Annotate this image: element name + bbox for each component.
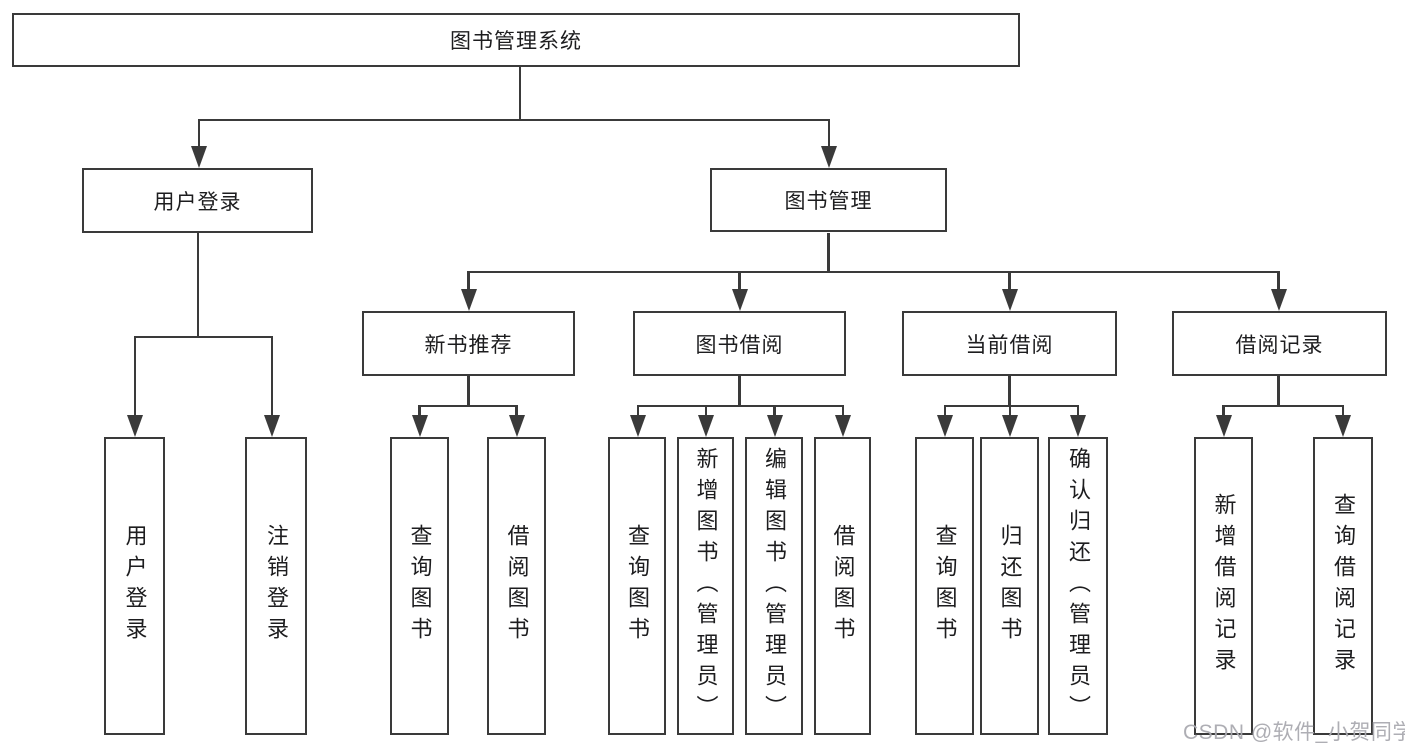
- arrowhead-icon: [835, 415, 851, 437]
- arrowhead-icon: [821, 146, 837, 168]
- connector-line: [827, 119, 831, 149]
- connector-line: [467, 271, 470, 292]
- node-borrow-records: 借阅记录: [1172, 311, 1387, 376]
- arrowhead-icon: [937, 415, 953, 437]
- connector-line: [518, 67, 522, 121]
- node-borrow-records-label: 借阅记录: [1235, 333, 1324, 357]
- connector-line: [467, 375, 470, 406]
- connector-line: [841, 405, 845, 417]
- node-user-login-label: 用户登录: [153, 190, 242, 214]
- connector-line: [1341, 405, 1345, 417]
- node-new-book-recommend-label: 新书推荐: [424, 333, 513, 357]
- node-user-login: 用户登录: [82, 168, 313, 233]
- arrowhead-icon: [1270, 289, 1287, 311]
- csdn-watermark: CSDN @软件_小贺同学: [1183, 721, 1405, 744]
- leaf-query-books-borrow-label: 查询图书: [625, 524, 650, 648]
- node-new-book-recommend: 新书推荐: [362, 311, 575, 376]
- leaf-borrow-books-recommend-label: 借阅图书: [504, 524, 530, 648]
- connector-line: [1008, 375, 1011, 406]
- connector-line: [270, 336, 274, 417]
- node-book-management-label: 图书管理: [784, 190, 873, 213]
- connector-line: [419, 404, 517, 408]
- leaf-return-book-label: 归还图书: [997, 524, 1023, 648]
- connector-line: [827, 233, 830, 273]
- node-book-borrow-label: 图书借阅: [695, 333, 784, 357]
- leaf-edit-book-admin-label: 编辑图书（管理员）: [762, 446, 787, 726]
- arrowhead-icon: [698, 415, 714, 437]
- arrowhead-icon: [1215, 415, 1232, 437]
- leaf-query-books-borrow: 查询图书: [608, 437, 666, 735]
- connector-line: [1008, 271, 1011, 292]
- connector-line: [133, 336, 137, 417]
- connector-line: [704, 405, 708, 417]
- connector-line: [1076, 405, 1080, 417]
- arrowhead-icon: [191, 146, 207, 168]
- connector-line: [515, 405, 518, 417]
- leaf-query-books-current: 查询图书: [915, 437, 974, 735]
- connector-line: [738, 375, 741, 406]
- connector-line: [636, 405, 640, 417]
- leaf-logout: 注销登录: [245, 437, 307, 735]
- connector-line: [468, 270, 1279, 274]
- leaf-logout-label: 注销登录: [264, 524, 289, 648]
- node-root-label: 图书管理系统: [450, 30, 582, 53]
- connector-line: [1277, 375, 1280, 406]
- connector-line: [198, 118, 830, 122]
- connector-line: [196, 233, 200, 338]
- connector-line: [1222, 405, 1225, 417]
- node-current-borrow-label: 当前借阅: [965, 333, 1054, 357]
- leaf-add-book-admin-label: 新增图书（管理员）: [693, 446, 719, 726]
- node-book-management: 图书管理: [710, 168, 947, 232]
- arrowhead-icon: [508, 415, 525, 437]
- arrowhead-icon: [411, 415, 428, 437]
- arrowhead-icon: [127, 415, 143, 437]
- connector-line: [1223, 404, 1343, 408]
- leaf-query-books-recommend-label: 查询图书: [407, 524, 433, 648]
- leaf-query-borrow-record: 查询借阅记录: [1313, 437, 1373, 735]
- connector-line: [773, 405, 776, 417]
- connector-line: [1277, 271, 1280, 292]
- leaf-add-borrow-record-label: 新增借阅记录: [1211, 493, 1237, 679]
- leaf-confirm-return-admin: 确认归还（管理员）: [1048, 437, 1108, 735]
- arrowhead-icon: [460, 289, 477, 311]
- connector-line: [943, 405, 947, 417]
- connector-line: [945, 404, 1078, 408]
- arrowhead-icon: [731, 289, 748, 311]
- leaf-user-login: 用户登录: [104, 437, 165, 735]
- arrowhead-icon: [630, 415, 646, 437]
- leaf-add-book-admin: 新增图书（管理员）: [677, 437, 734, 735]
- leaf-user-login-label: 用户登录: [122, 524, 148, 648]
- node-book-borrow: 图书借阅: [633, 311, 846, 376]
- connector-line: [134, 335, 273, 339]
- leaf-query-books-current-label: 查询图书: [932, 524, 958, 648]
- leaf-borrow-books-recommend: 借阅图书: [487, 437, 546, 735]
- connector-line: [738, 271, 741, 292]
- node-current-borrow: 当前借阅: [902, 311, 1117, 376]
- leaf-borrow-books: 借阅图书: [814, 437, 871, 735]
- arrowhead-icon: [264, 415, 280, 437]
- connector-line: [418, 405, 421, 417]
- leaf-query-borrow-record-label: 查询借阅记录: [1331, 493, 1356, 679]
- arrowhead-icon: [1002, 415, 1018, 437]
- arrowhead-icon: [1070, 415, 1086, 437]
- connector-line: [1008, 405, 1012, 417]
- connector-line: [638, 404, 843, 408]
- node-root: 图书管理系统: [12, 13, 1020, 67]
- arrowhead-icon: [766, 415, 783, 437]
- arrowhead-icon: [1001, 289, 1018, 311]
- leaf-return-book: 归还图书: [980, 437, 1039, 735]
- leaf-add-borrow-record: 新增借阅记录: [1194, 437, 1253, 735]
- leaf-query-books-recommend: 查询图书: [390, 437, 449, 735]
- leaf-edit-book-admin: 编辑图书（管理员）: [745, 437, 803, 735]
- arrowhead-icon: [1335, 415, 1351, 437]
- leaf-borrow-books-label: 借阅图书: [830, 524, 856, 648]
- leaf-confirm-return-admin-label: 确认归还（管理员）: [1066, 446, 1091, 726]
- connector-line: [197, 119, 201, 149]
